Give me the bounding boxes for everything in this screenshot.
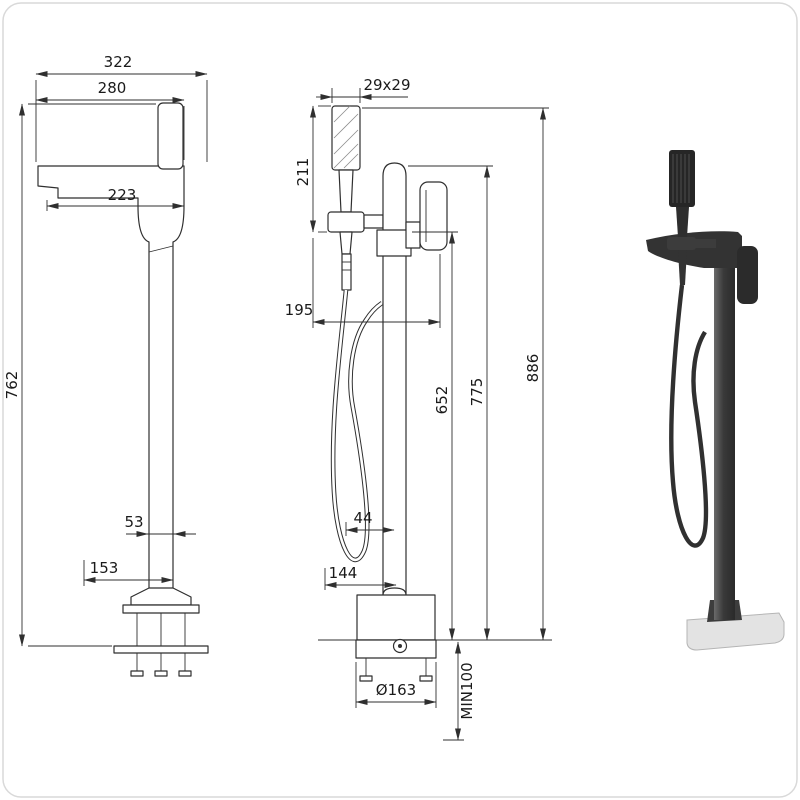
dim-label-side-spout-width: 280 <box>98 79 127 97</box>
render-shower-neck <box>676 207 689 237</box>
dim-side-total-width: 322 <box>35 53 208 162</box>
front-floor-bolts <box>359 658 433 682</box>
dim-label-side-spout-reach: 223 <box>108 186 137 204</box>
side-floor-bracket <box>113 645 209 654</box>
dim-label-hose-offset: 44 <box>353 509 372 527</box>
dim-label-handshower-length: 211 <box>294 158 312 187</box>
dim-front-spout-height: 652 <box>412 231 458 641</box>
dim-label-base-diameter: Ø163 <box>376 681 416 699</box>
handshower-neck <box>338 169 354 213</box>
render-base-plate <box>686 612 785 651</box>
dim-side-base-offset: 153 <box>83 559 174 586</box>
dim-front-hose-offset: 44 <box>345 509 395 536</box>
dim-label-total-height: 886 <box>524 354 542 383</box>
handshower-head <box>331 105 361 171</box>
dim-label-spout-height: 652 <box>433 386 451 415</box>
lever-connector <box>405 221 421 249</box>
side-base-plate <box>122 604 200 614</box>
render-column <box>714 236 735 620</box>
dim-front-handshower-length: 211 <box>294 105 331 233</box>
holder-arm <box>363 214 384 229</box>
front-column <box>382 162 407 596</box>
dim-label-handshower-offset: 195 <box>285 301 314 319</box>
dim-label-side-total-width: 322 <box>104 53 133 71</box>
dim-front-base-offset: 144 <box>324 564 397 590</box>
dim-front-base-diameter: Ø163 <box>355 662 437 708</box>
dim-label-column-height: 775 <box>468 378 486 407</box>
handshower-hatch <box>333 105 359 169</box>
perspective-view <box>646 150 785 651</box>
render-holder-arm <box>694 239 716 248</box>
dim-front-handshower-section: 29x29 <box>316 76 411 103</box>
dim-side-height: 762 <box>3 103 156 647</box>
side-handle <box>157 102 184 170</box>
dim-label-front-base-offset: 144 <box>329 564 358 582</box>
side-mounting-studs <box>136 613 186 646</box>
render-hose-fitting <box>678 250 687 285</box>
front-spout-face <box>376 229 412 257</box>
dim-front-total-height: 886 <box>362 107 549 641</box>
dim-side-column-width: 53 <box>124 513 196 537</box>
hose-fitting <box>341 253 352 291</box>
render-holder <box>667 237 696 250</box>
dim-front-min-recess: MIN100 <box>443 641 476 741</box>
front-view <box>318 105 552 682</box>
dim-side-spout-width: 280 <box>35 79 185 160</box>
dim-label-handshower-section: 29x29 <box>363 76 410 94</box>
side-base-collar <box>130 587 192 606</box>
dim-front-column-height: 775 <box>408 165 493 641</box>
base-cylinder <box>356 594 436 641</box>
base-port-dot <box>398 644 402 648</box>
dim-label-min-recess: MIN100 <box>458 662 476 719</box>
side-floor-bolts <box>130 653 192 677</box>
side-spout-body <box>37 165 185 595</box>
front-lever-handle <box>419 181 448 251</box>
render-hose <box>669 284 709 548</box>
hose-cone <box>339 231 353 255</box>
dim-label-side-column-width: 53 <box>124 513 143 531</box>
dim-label-side-base-offset: 153 <box>90 559 119 577</box>
render-handle <box>737 246 758 304</box>
base-dome <box>382 587 407 596</box>
dim-side-spout-reach: 223 <box>46 186 185 211</box>
render-handshower-hatch <box>672 154 690 203</box>
handshower-holder <box>327 211 365 233</box>
dim-label-side-height: 762 <box>3 371 21 400</box>
side-column-seam <box>148 245 174 253</box>
dim-front-handshower-offset: 195 <box>285 238 441 328</box>
